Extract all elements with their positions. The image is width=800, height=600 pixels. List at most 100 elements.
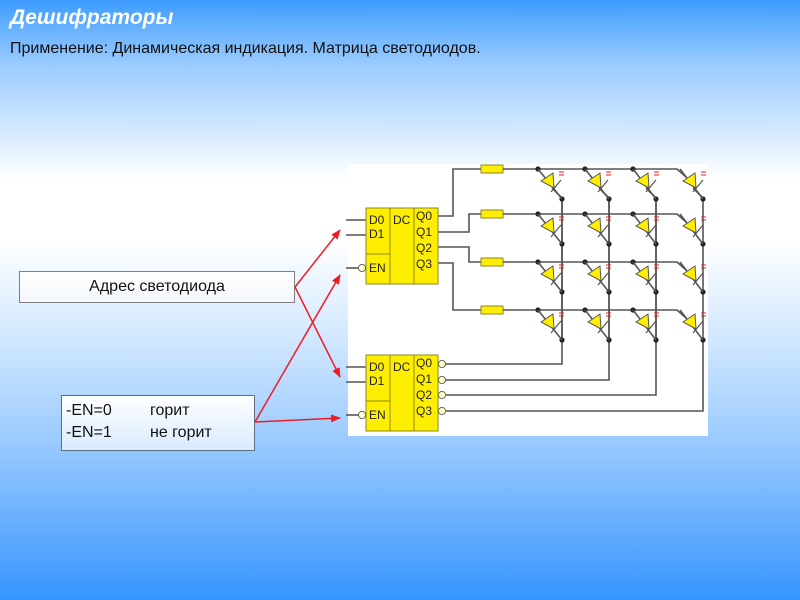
inversion-bubble xyxy=(437,390,447,400)
led xyxy=(679,213,706,245)
led-cathode-bar xyxy=(597,179,609,193)
inversion-bubble xyxy=(357,263,367,273)
led xyxy=(584,168,611,200)
chip-output-label: Q0 xyxy=(416,209,432,223)
led-cathode-bar xyxy=(692,272,704,286)
row-wire xyxy=(503,309,687,319)
led-light-rays xyxy=(606,312,611,317)
led-light-rays xyxy=(701,264,706,269)
row-wire xyxy=(503,168,687,178)
column-wire xyxy=(446,340,704,412)
led-body xyxy=(540,265,555,282)
slide-title: Дешифраторы xyxy=(10,6,174,29)
led-light-rays xyxy=(701,216,706,221)
led-light-rays xyxy=(559,264,564,269)
led-light-rays xyxy=(701,171,706,176)
chip-output-label: Q1 xyxy=(416,225,432,239)
enable-legend-row: -EN=1 не горит xyxy=(66,422,254,444)
red-arrow xyxy=(294,286,341,378)
led xyxy=(537,261,564,293)
led xyxy=(584,261,611,293)
chip-enable-label: EN xyxy=(369,261,386,275)
chip-input-label: D1 xyxy=(369,374,385,388)
led xyxy=(679,168,706,200)
chip-output-label: Q1 xyxy=(416,372,432,386)
led-cathode-bar xyxy=(597,224,609,238)
led xyxy=(632,168,659,200)
inversion-bubble xyxy=(357,410,367,420)
row-wire xyxy=(503,261,687,271)
led-light-rays xyxy=(559,171,564,176)
led-matrix xyxy=(537,168,706,341)
chip-function-label: DC xyxy=(393,213,411,227)
led-cathode-bar xyxy=(597,272,609,286)
enable-value: не горит xyxy=(150,424,212,441)
led-body xyxy=(682,265,697,282)
led-cathode-bar xyxy=(550,179,562,193)
led-cathode-bar xyxy=(692,179,704,193)
chip-function-label: DC xyxy=(393,360,411,374)
led-light-rays xyxy=(606,264,611,269)
enable-legend-box: -EN=0 горит -EN=1 не горит xyxy=(61,395,255,451)
led-light-rays xyxy=(654,264,659,269)
led-body xyxy=(587,172,602,189)
led-body xyxy=(635,217,650,234)
decoder-output-wire xyxy=(438,262,481,311)
led-cathode-bar xyxy=(692,320,704,334)
red-arrows xyxy=(254,229,341,423)
chip-output-label: Q3 xyxy=(416,404,432,418)
led xyxy=(584,309,611,341)
led-body xyxy=(682,217,697,234)
led-light-rays xyxy=(559,216,564,221)
led xyxy=(537,309,564,341)
enable-key: -EN=1 xyxy=(66,424,112,441)
led-body xyxy=(682,313,697,330)
led-cathode-bar xyxy=(645,272,657,286)
led xyxy=(632,261,659,293)
led xyxy=(632,309,659,341)
column-wire xyxy=(446,200,610,381)
led-body xyxy=(635,172,650,189)
led xyxy=(632,213,659,245)
led-cathode-bar xyxy=(645,320,657,334)
inversion-bubble xyxy=(437,406,447,416)
led-cathode-bar xyxy=(645,179,657,193)
led xyxy=(584,213,611,245)
led-body xyxy=(540,313,555,330)
led-light-rays xyxy=(559,312,564,317)
chip-input-label: D1 xyxy=(369,227,385,241)
decoder-output-wire xyxy=(438,168,481,217)
red-arrow xyxy=(254,414,341,423)
chip-output-label: Q0 xyxy=(416,356,432,370)
led-light-rays xyxy=(654,171,659,176)
led-light-rays xyxy=(606,171,611,176)
led-body xyxy=(587,313,602,330)
led xyxy=(679,261,706,293)
led xyxy=(537,168,564,200)
led-body xyxy=(635,313,650,330)
resistor xyxy=(480,257,504,267)
led-cathode-bar xyxy=(550,272,562,286)
address-box: Адрес светодиода xyxy=(19,271,295,303)
led-body xyxy=(540,217,555,234)
row-wire xyxy=(503,213,687,223)
chip-body xyxy=(365,207,439,285)
led xyxy=(679,309,706,341)
led-cathode-bar xyxy=(550,320,562,334)
chip-input-label: D0 xyxy=(369,360,385,374)
chip-output-label: Q2 xyxy=(416,388,432,402)
inversion-bubble xyxy=(437,375,447,385)
led-cathode-bar xyxy=(550,224,562,238)
chip-output-label: Q3 xyxy=(416,257,432,271)
resistor xyxy=(480,305,504,315)
chip-input-label: D0 xyxy=(369,213,385,227)
chip-body xyxy=(365,354,439,432)
led-light-rays xyxy=(701,312,706,317)
led-cathode-bar xyxy=(645,224,657,238)
led-body xyxy=(635,265,650,282)
led-light-rays xyxy=(654,216,659,221)
